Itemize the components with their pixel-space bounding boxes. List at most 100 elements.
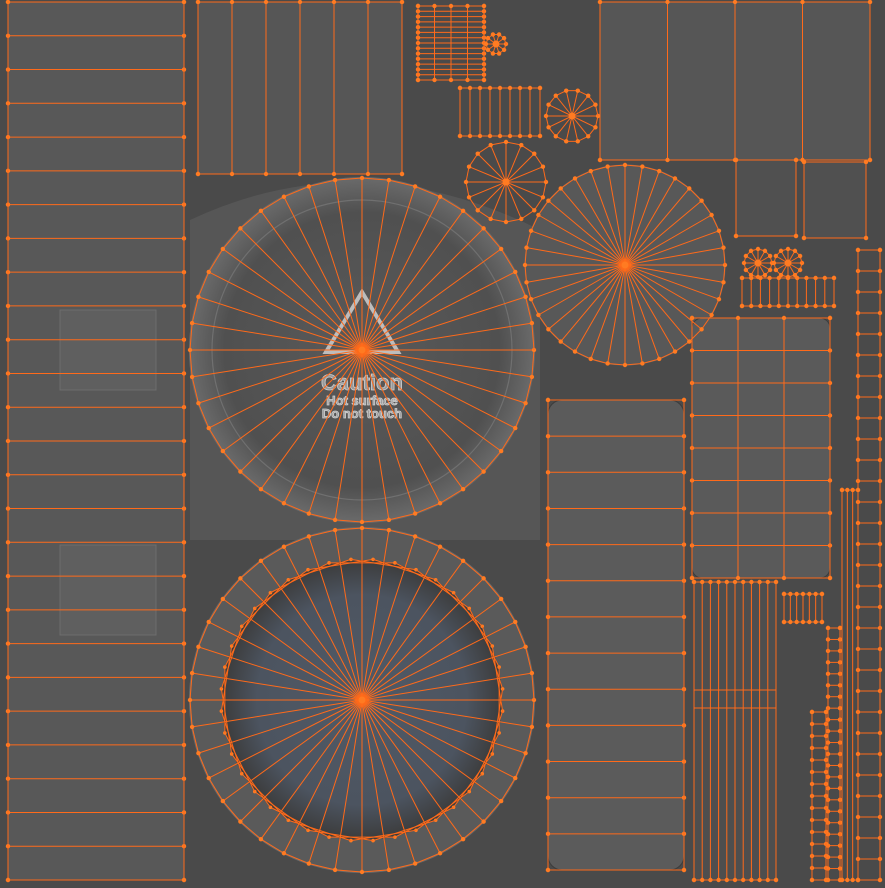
uv-edge	[388, 863, 416, 871]
uv-vertex	[258, 208, 264, 214]
uv-edge	[462, 560, 484, 579]
uv-vertex	[465, 77, 470, 83]
uv-edge	[624, 164, 643, 168]
uv-vertex	[700, 579, 705, 585]
uv-vertex	[399, 171, 405, 177]
uv-edge	[308, 186, 363, 351]
uv-vertex	[597, 0, 603, 5]
uv-vertex	[546, 198, 551, 203]
uv-vertex	[238, 469, 243, 474]
uv-vertex	[238, 819, 243, 824]
uv-vertex	[412, 511, 418, 516]
uv-vertex	[819, 591, 825, 597]
uv-edge	[361, 699, 526, 754]
uv-edge	[530, 214, 539, 232]
uv-vertex	[572, 349, 578, 354]
uv-vertex	[457, 133, 463, 139]
uv-vertex	[537, 85, 543, 91]
uv-edge	[240, 228, 363, 351]
uv-edge	[361, 349, 441, 504]
uv-vertex	[863, 235, 869, 241]
uv-vertex	[754, 259, 762, 267]
uv-edge	[590, 358, 608, 364]
uv-vertex	[386, 177, 392, 183]
uv-edge	[189, 349, 193, 377]
uv-vertex	[306, 861, 312, 866]
uv-edge	[192, 349, 363, 378]
uv-edge	[607, 166, 626, 266]
uv-edge	[222, 228, 241, 250]
uv-edge	[361, 699, 516, 779]
uv-vertex	[825, 625, 831, 631]
uv-vertex	[507, 133, 513, 139]
uv-vertex	[196, 750, 201, 756]
tall-rounded-panel	[547, 399, 685, 871]
uv-edge	[361, 646, 526, 701]
uv-vertex	[522, 262, 528, 268]
uv-edge	[624, 264, 676, 352]
uv-edge	[222, 598, 363, 701]
uv-edge	[490, 141, 507, 146]
uv-vertex	[739, 275, 745, 281]
uv-vertex	[687, 186, 692, 191]
uv-vertex	[475, 151, 480, 156]
uv-edge	[624, 264, 724, 283]
uv-vertex	[749, 579, 754, 585]
uv-vertex	[496, 51, 502, 56]
uv-edge	[590, 166, 608, 172]
uv-edge	[439, 488, 464, 504]
uv-edge	[260, 210, 363, 351]
uv-vertex	[597, 157, 603, 163]
uv-vertex	[437, 194, 443, 199]
uv-vertex	[529, 724, 535, 730]
uv-vertex	[732, 877, 738, 883]
uv-vertex	[412, 184, 418, 189]
uv-edge	[571, 90, 579, 117]
uv-vertex	[781, 315, 787, 321]
uv-edge	[514, 402, 527, 429]
uv-vertex	[813, 591, 818, 597]
uv-vertex	[540, 164, 546, 169]
uv-vertex	[412, 534, 418, 539]
uv-edge	[607, 164, 626, 168]
uv-vertex	[513, 425, 518, 431]
uv-edge	[514, 271, 527, 298]
uv-edge	[490, 218, 507, 223]
uv-edge	[526, 282, 532, 300]
uv-vertex	[733, 157, 739, 163]
uv-edge	[538, 264, 626, 316]
uv-vertex	[732, 0, 738, 5]
uv-edge	[500, 427, 516, 452]
uv-edge	[531, 699, 535, 727]
uv-edge	[222, 800, 241, 822]
uv-edge	[197, 402, 210, 429]
uv-vertex	[845, 487, 850, 493]
uv-edge	[208, 598, 224, 623]
uv-vertex	[519, 142, 524, 148]
uv-edge	[555, 115, 573, 137]
uv-vertex	[546, 102, 551, 107]
uv-edge	[308, 513, 336, 521]
uv-vertex	[709, 212, 714, 218]
uv-vertex	[331, 0, 337, 5]
uv-edge	[192, 322, 363, 351]
uv-edge	[483, 450, 502, 472]
uv-vertex	[523, 644, 528, 650]
uv-edge	[388, 179, 416, 187]
uv-vertex	[492, 40, 500, 48]
uv-edge	[208, 699, 363, 779]
uv-vertex	[306, 534, 312, 539]
uv-vertex	[776, 275, 781, 281]
uv-vertex	[490, 32, 496, 37]
uv-edge	[308, 699, 363, 864]
uv-edge	[531, 323, 535, 351]
uv-vertex	[665, 157, 670, 163]
uv-vertex	[762, 248, 768, 254]
uv-vertex	[358, 696, 366, 704]
uv-vertex	[687, 339, 692, 344]
uv-vertex	[532, 151, 537, 156]
uv-vertex	[543, 113, 549, 119]
uv-edge	[222, 349, 363, 452]
uv-edge	[198, 296, 363, 351]
uv-edge	[361, 296, 526, 351]
